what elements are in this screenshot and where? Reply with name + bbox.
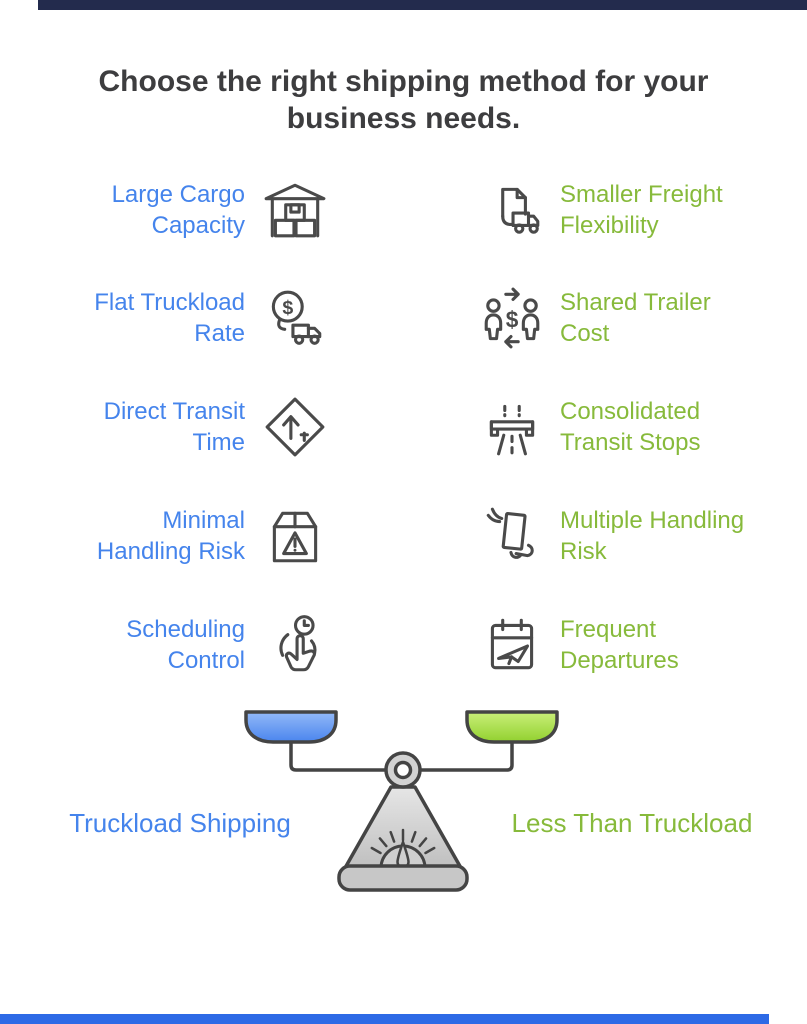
svg-text:$: $ (282, 297, 293, 319)
scale-pan-left (244, 710, 338, 744)
box-warning-icon (262, 503, 328, 569)
balance-scale (233, 702, 573, 897)
ltl-feature-label: Shared Trailer Cost (560, 289, 711, 347)
less-than-truckload-label: Less Than Truckload (511, 808, 753, 838)
ltl-feature-label: Smaller Freight Flexibility (560, 181, 723, 239)
page-title-line1: Choose the right shipping method for you… (98, 65, 709, 98)
truckload-feature-label: Minimal Handling Risk (96, 507, 245, 565)
page-title: Choose the right shipping method for you… (0, 63, 807, 137)
scale-pan-right (465, 710, 559, 744)
package-truck-icon (479, 177, 545, 243)
ltl-feature-label: Frequent Departures (560, 616, 679, 674)
feature-row-handling: Minimal Handling Risk Multiple Handling … (0, 486, 807, 586)
truckload-shipping-label: Truckload Shipping (69, 808, 291, 838)
ltl-feature-label: Consolidated Transit Stops (560, 398, 701, 456)
truckload-feature-label: Direct Transit Time (103, 398, 245, 456)
feature-row-capacity: Large Cargo Capacity Smaller Freight Fle… (0, 160, 807, 260)
svg-text:$: $ (506, 306, 519, 332)
dollar-coin-truck-icon: $ (262, 285, 328, 351)
truckload-feature-label: Scheduling Control (126, 616, 245, 674)
scale-base (337, 864, 469, 892)
ltl-feature-label: Multiple Handling Risk (560, 507, 745, 565)
tap-finger-clock-icon (262, 612, 328, 678)
top-accent-bar (38, 0, 807, 10)
people-sharing-cost-icon: $ (479, 285, 545, 351)
transit-diamond-sign-icon (262, 394, 328, 460)
truckload-feature-label: Flat Truckload Rate (94, 289, 245, 347)
warehouse-boxes-icon (262, 177, 328, 243)
scale-dial-ticks (370, 828, 436, 855)
highway-overpass-icon (479, 394, 545, 460)
truckload-feature-label: Large Cargo Capacity (111, 181, 245, 239)
calendar-plane-icon (479, 612, 545, 678)
hands-handling-icon (479, 503, 545, 569)
feature-row-transit: Direct Transit Time Consolidated Transit… (0, 377, 807, 477)
feature-row-rate: Flat Truckload Rate $ $ Shared Trailer C… (0, 268, 807, 368)
page-title-line2: business needs. (286, 102, 521, 135)
feature-row-scheduling: Scheduling Control Frequent Departures (0, 595, 807, 695)
bottom-accent-bar (0, 1014, 769, 1024)
